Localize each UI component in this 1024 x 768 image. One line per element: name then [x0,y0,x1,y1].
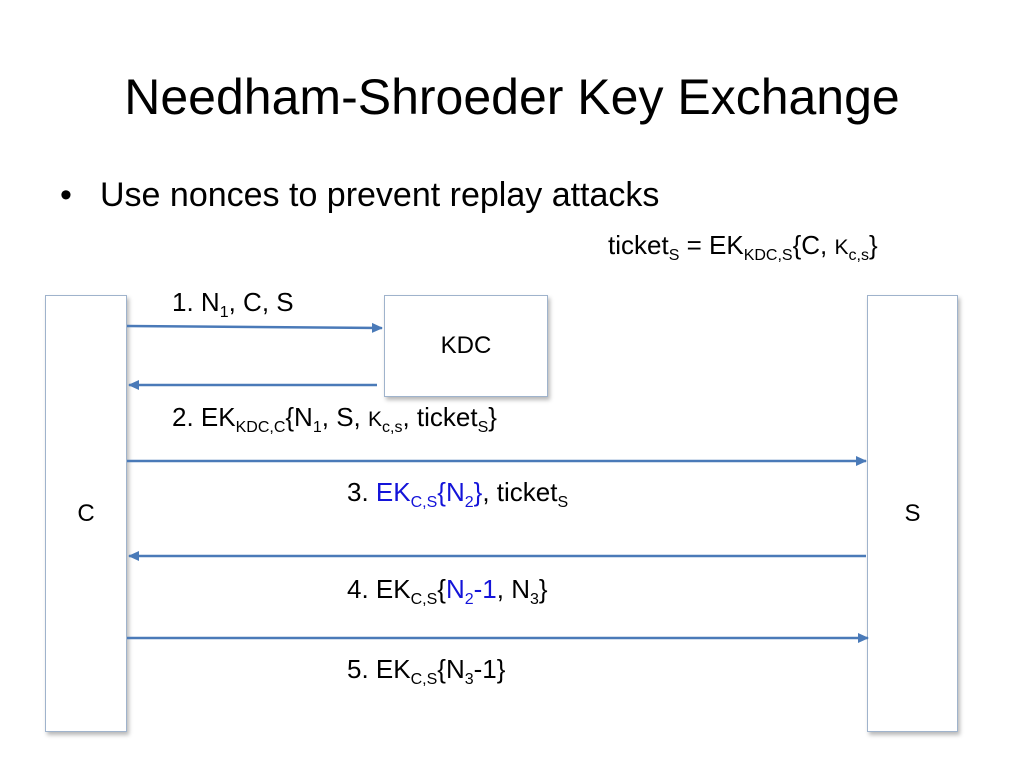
arrow-msg-1 [126,322,383,333]
server-box: S [867,295,958,732]
message-1-label: 1. N1, C, S [172,287,294,321]
slide-title: Needham-Shroeder Key Exchange [124,69,900,125]
bullet-text: Use nonces to prevent replay attacks [100,176,660,214]
bullet-item: • Use nonces to prevent replay attacks [60,172,659,218]
message-4-label: 4. EKC,S{N2-1, N3} [347,574,548,608]
server-label: S [904,499,921,527]
bullet-marker: • [60,176,72,214]
ticket-definition: ticketS = EKKDC,S{C, Kc,s} [608,230,878,264]
client-label: C [77,499,95,527]
kdc-box: KDC [384,295,548,397]
message-5-label: 5. EKC,S{N3-1} [347,654,506,688]
kdc-label: KDC [440,332,492,359]
message-2-label: 2. EKKDC,C{N1, S, Kc,s, ticketS} [172,402,497,436]
message-3-label: 3. EKC,S{N2}, ticketS [347,477,569,511]
client-box: C [45,295,127,732]
